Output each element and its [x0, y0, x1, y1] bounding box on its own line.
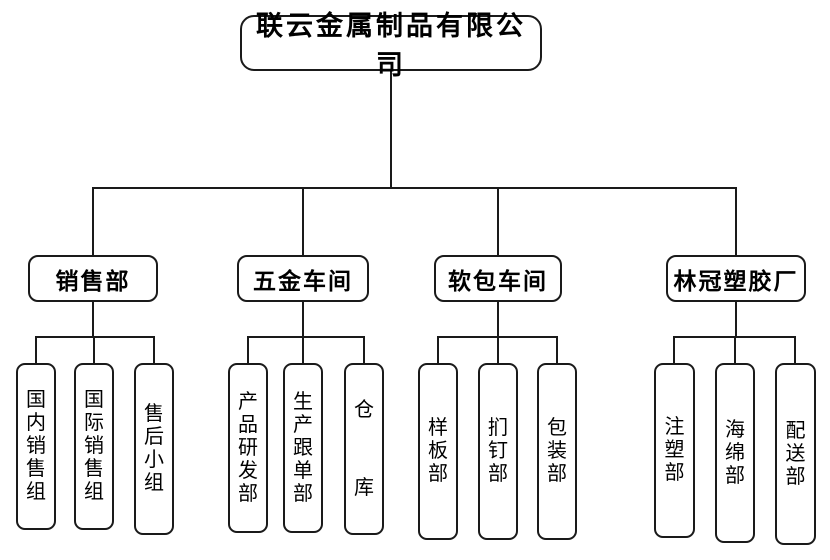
- leaf-label: 注塑部: [664, 416, 685, 484]
- connector-drop-hardware: [302, 187, 304, 256]
- dept-label: 软包车间: [448, 268, 548, 294]
- leaf-label: 样板部: [428, 417, 448, 485]
- leaf-box-international-sales-group: 国际销售组: [74, 363, 114, 530]
- leaf-label: 海绵部: [725, 418, 745, 487]
- leaf-box-upholstery-nailing-dept: 扪钉部: [478, 363, 518, 540]
- connector-root-vertical: [390, 69, 392, 189]
- dept-label: 销售部: [55, 268, 131, 294]
- connector-sales-vertical: [92, 300, 94, 338]
- leaf-box-warehouse: 仓库: [344, 363, 384, 535]
- connector-drop-leaf: [673, 336, 675, 365]
- connector-hardware-vertical: [302, 300, 304, 338]
- leaf-label: 售后小组: [144, 403, 164, 494]
- connector-drop-leaf: [497, 336, 499, 365]
- dept-box-sales: 销售部: [28, 255, 158, 302]
- leaf-label: 仓库: [354, 399, 374, 499]
- leaf-box-after-sales-group: 售后小组: [134, 363, 174, 535]
- dept-label: 五金车间: [253, 268, 353, 294]
- connector-drop-leaf: [734, 336, 736, 365]
- leaf-box-production-follow-up-dept: 生产跟单部: [283, 363, 323, 533]
- connector-level1-horizontal: [92, 187, 737, 189]
- leaf-label: 国际销售组: [84, 389, 104, 503]
- leaf-box-delivery-dept: 配送部: [775, 363, 816, 545]
- connector-hardware-horizontal: [247, 336, 365, 338]
- connector-drop-leaf: [794, 336, 796, 365]
- dept-label: 林冠塑胶厂: [673, 268, 799, 294]
- connector-drop-sales: [92, 187, 94, 256]
- connector-drop-leaf: [247, 336, 249, 365]
- leaf-label: 包装部: [547, 417, 567, 485]
- connector-drop-leaf: [556, 336, 558, 365]
- connector-drop-leaf: [153, 336, 155, 365]
- leaf-label: 产品研发部: [238, 390, 258, 505]
- connector-sales-horizontal: [35, 336, 155, 338]
- leaf-box-packaging-dept: 包装部: [537, 363, 577, 540]
- connector-drop-leaf: [302, 336, 304, 365]
- dept-box-hardware-workshop: 五金车间: [237, 255, 369, 302]
- connector-drop-leaf: [363, 336, 365, 365]
- leaf-box-domestic-sales-group: 国内销售组: [16, 363, 56, 530]
- leaf-label: 配送部: [785, 419, 806, 488]
- root-box: 联云金属制品有限公司: [240, 11, 542, 80]
- leaf-label: 生产跟单部: [293, 390, 313, 505]
- root-label: 联云金属制品有限公司: [256, 11, 526, 80]
- connector-drop-plastics: [735, 187, 737, 256]
- dept-box-linguan-plastics: 林冠塑胶厂: [666, 255, 806, 302]
- leaf-label: 扪钉部: [488, 417, 508, 485]
- connector-drop-leaf: [437, 336, 439, 365]
- leaf-box-sponge-dept: 海绵部: [715, 363, 755, 543]
- leaf-box-sample-dept: 样板部: [418, 363, 458, 540]
- connector-plastics-vertical: [735, 300, 737, 338]
- connector-drop-upholstery: [497, 187, 499, 256]
- connector-drop-leaf: [93, 336, 95, 365]
- connector-drop-leaf: [35, 336, 37, 365]
- connector-upholstery-vertical: [497, 300, 499, 338]
- leaf-box-product-rd-dept: 产品研发部: [228, 363, 268, 533]
- leaf-box-injection-molding-dept: 注塑部: [654, 363, 695, 538]
- dept-box-upholstery-workshop: 软包车间: [434, 255, 562, 302]
- leaf-label: 国内销售组: [26, 389, 46, 503]
